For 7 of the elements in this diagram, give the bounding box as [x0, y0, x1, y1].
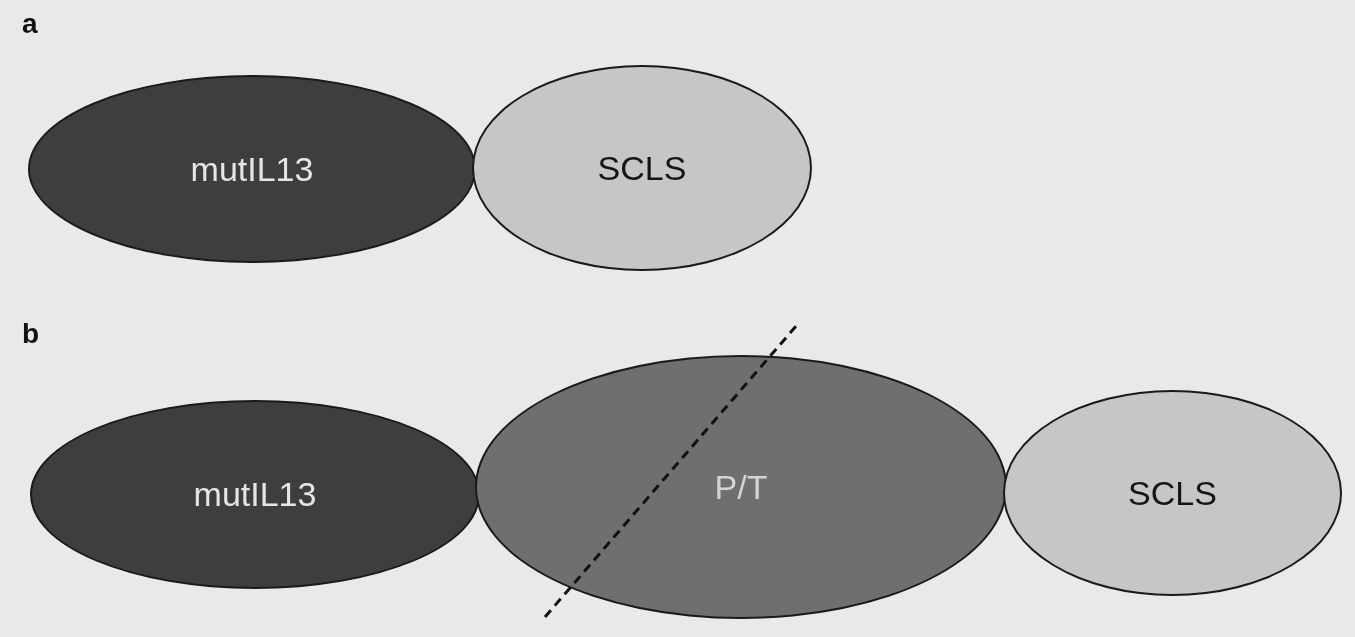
panel-letter: a	[22, 8, 38, 40]
domain-label: P/T	[714, 467, 768, 507]
domain-label: SCLS	[1128, 473, 1217, 513]
domain-label: mutIL13	[193, 475, 317, 514]
domain-label: SCLS	[597, 148, 687, 188]
panel-letter: b	[22, 318, 40, 350]
domain-label: mutIL13	[190, 149, 314, 189]
